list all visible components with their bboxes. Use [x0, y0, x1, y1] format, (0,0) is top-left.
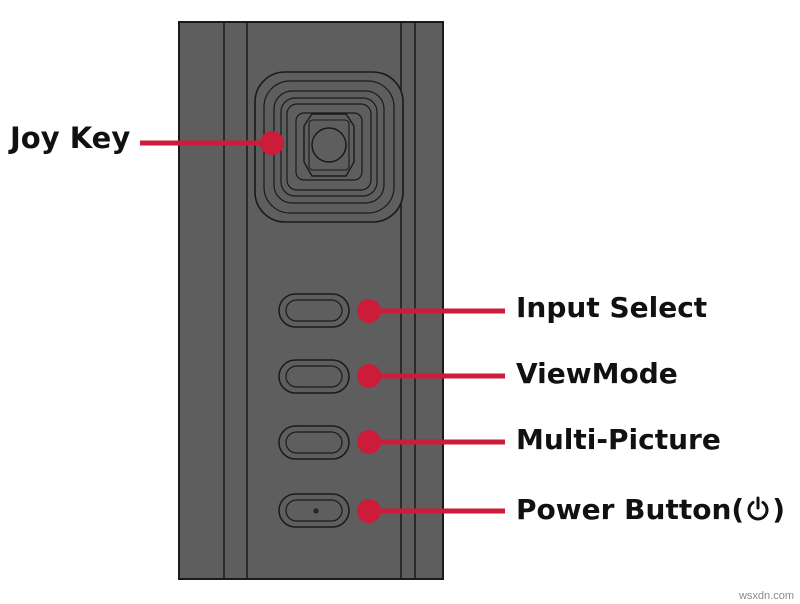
power-button-label-text: Power Button( [516, 493, 745, 526]
power-led-icon [313, 508, 319, 514]
power-button-label-close: ) [772, 493, 785, 526]
input-select-button[interactable] [278, 293, 350, 328]
power-button[interactable] [278, 493, 350, 528]
callout-joy-key [140, 131, 284, 155]
callout-input-select [357, 299, 505, 323]
joy-key-stick-icon[interactable] [311, 127, 347, 163]
joy-key-label: Joy Key [10, 121, 131, 155]
power-button-label: Power Button() [516, 495, 785, 524]
viewmode-label: ViewMode [516, 357, 678, 390]
joy-key[interactable] [254, 71, 404, 223]
power-icon [747, 496, 769, 521]
viewmode-button[interactable] [278, 359, 350, 394]
multi-picture-label: Multi-Picture [516, 423, 721, 456]
input-select-label: Input Select [516, 291, 708, 324]
callout-viewmode [357, 364, 505, 388]
callout-multi-picture [357, 430, 505, 454]
multi-picture-button[interactable] [278, 425, 350, 460]
callout-power-button [357, 499, 505, 523]
watermark: wsxdn.com [738, 590, 794, 602]
